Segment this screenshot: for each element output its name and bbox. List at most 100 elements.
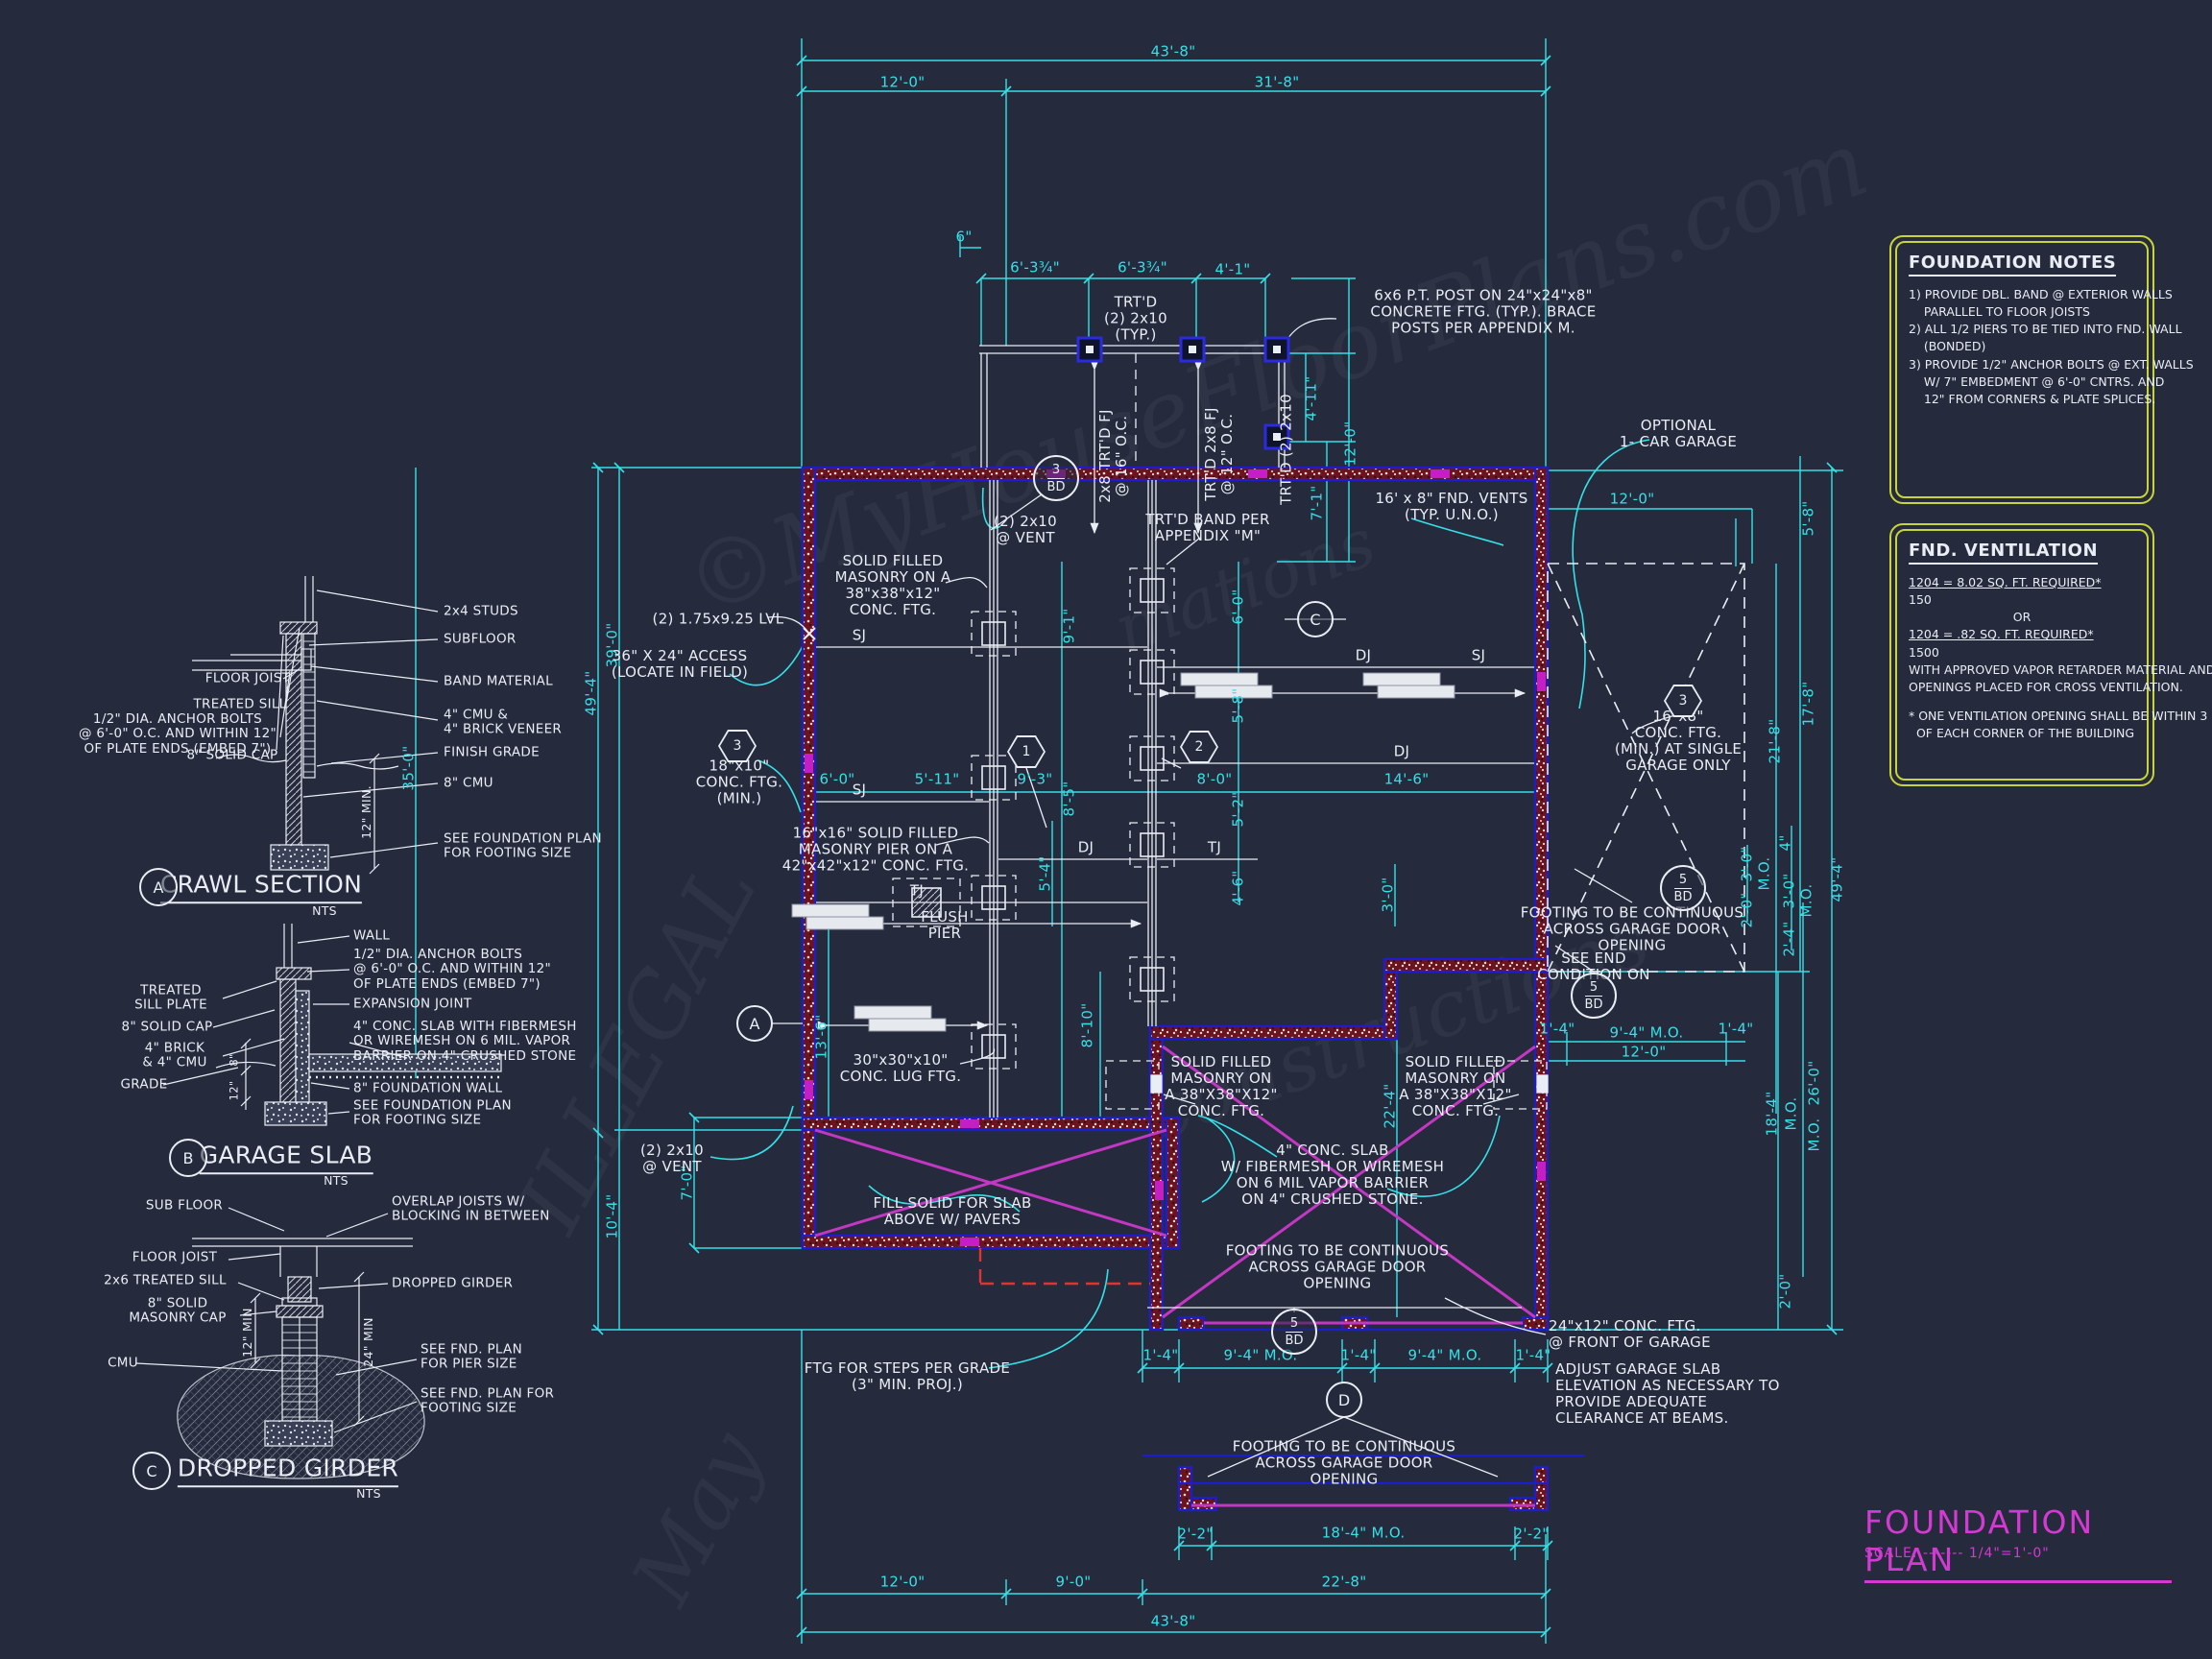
dimension-label: M.O. xyxy=(1755,856,1773,891)
plan-label: SEE END CONDITION ON xyxy=(1537,949,1650,983)
detail-sheet: BD xyxy=(1673,887,1693,904)
plan-label: DJ xyxy=(1077,838,1094,856)
plan-label: SEE FND. PLAN FOR FOOTING SIZE xyxy=(421,1385,555,1416)
plan-label: TRT'D BAND PER APPENDIX "M" xyxy=(1145,510,1270,544)
plan-label: SEE FOUNDATION PLAN FOR FOOTING SIZE xyxy=(353,1097,512,1128)
framing-lines xyxy=(767,318,1745,1478)
plan-label: DJ xyxy=(1355,646,1372,664)
dimension-label: 1'-4" xyxy=(1340,1346,1377,1364)
dimension-label: 2'-2" xyxy=(1513,1525,1550,1543)
plan-label: SUBFLOOR xyxy=(444,631,517,647)
plan-label: (2) 2x10 @ VENT xyxy=(640,1141,704,1175)
dimension-label: 5'-11" xyxy=(914,770,960,788)
plan-label: NTS xyxy=(312,902,337,918)
dimension-label: 2'-4" xyxy=(1780,921,1798,957)
plan-label: 2x8 TRT'D FJ @ 16" O.C. xyxy=(1095,409,1130,503)
dimension-label: 18'-4" xyxy=(1763,1091,1781,1137)
detail-sheet: BD xyxy=(1046,477,1066,494)
detail-sheet: BD xyxy=(1285,1331,1304,1348)
sheet-scale: SCALE: ------- 1/4"=1'-0" xyxy=(1864,1546,2050,1561)
plan-label: 18"x10" CONC. FTG. (MIN.) xyxy=(695,757,783,807)
detail-number: 5 xyxy=(1678,872,1688,887)
dimension-label: 35'-0" xyxy=(399,745,418,791)
vent-frac1-bot: 150 xyxy=(1909,592,1932,608)
plan-label: OVERLAP JOISTS W/ BLOCKING IN BETWEEN xyxy=(392,1193,550,1224)
plan-label: FOOTING TO BE CONTINUOUS ACROSS GARAGE D… xyxy=(1225,1241,1450,1292)
dimension-label: M.O. xyxy=(1805,1118,1823,1152)
plan-label: SJ xyxy=(1471,646,1486,664)
plan-label: FLOOR JOIST xyxy=(132,1249,218,1265)
footing-key-number: 2 xyxy=(1182,733,1216,761)
plan-label: 12" MIN xyxy=(239,1308,254,1358)
dimension-label: 9'-3" xyxy=(1017,770,1053,788)
dimension-label: 12'-0" xyxy=(879,73,926,91)
foundation-notes-title: FOUNDATION NOTES xyxy=(1909,252,2117,276)
plan-label: 24"x12" CONC. FTG. @ FRONT OF GARAGE xyxy=(1549,1316,1711,1351)
detail-number: 5 xyxy=(1289,1315,1299,1331)
plan-label: (2) 2x10 @ VENT xyxy=(994,512,1057,546)
plan-label: 4" CONC. SLAB W/ FIBERMESH OR WIREMESH O… xyxy=(1220,1141,1445,1209)
plan-label: EXPANSION JOINT xyxy=(353,996,472,1012)
plan-label: SOLID FILLED MASONRY ON A 38"x38"x12" CO… xyxy=(834,551,951,619)
vent-frac2-bot: 1500 xyxy=(1909,644,1939,660)
plan-label: 2x4 STUDS xyxy=(444,603,518,619)
plan-label: WALL xyxy=(353,927,391,944)
vent-spacer xyxy=(1909,696,2135,708)
deck-posts xyxy=(1076,336,1290,450)
plan-label: SOLID FILLED MASONRY ON A 38"X38"X12" CO… xyxy=(1165,1052,1278,1120)
plan-label: FOOTING TO BE CONTINUOUS ACROSS GARAGE D… xyxy=(1520,903,1744,954)
section-marker-circle: B xyxy=(169,1139,207,1177)
plan-label: 6x6 P.T. POST ON 24"x24"x8" CONCRETE FTG… xyxy=(1370,286,1597,337)
vent-note1: * ONE VENTILATION OPENING SHALL BE WITHI… xyxy=(1909,708,2212,723)
foundation-note-line: 12" FROM CORNERS & PLATE SPLICES. xyxy=(1909,391,2156,406)
dimension-label: 49'-4" xyxy=(1828,856,1846,902)
plan-label: SJ xyxy=(852,781,867,799)
vent-frac1-top: 1204 = 8.02 SQ. FT. REQUIRED* xyxy=(1909,575,2102,589)
dimension-label: 2'-0" xyxy=(1776,1273,1794,1310)
plan-label: FLUSH PIER xyxy=(921,907,969,942)
dimension-label: 31'-8" xyxy=(1254,73,1300,91)
plan-label: GRADE xyxy=(120,1076,168,1093)
dimension-label: 4'-11" xyxy=(1302,375,1320,421)
dimension-label: 10'-4" xyxy=(603,1193,621,1239)
plan-label: 8" FOUNDATION WALL xyxy=(353,1080,503,1096)
dimension-label: 12'-0" xyxy=(1621,1043,1667,1061)
dimension-label: 9'-1" xyxy=(1060,608,1078,644)
plan-label: TREATED SILL PLATE xyxy=(134,982,207,1013)
footing-key-number: 3 xyxy=(720,732,755,760)
plan-label: TRT'D (2) 2x10 (TYP.) xyxy=(1104,293,1167,344)
fnd-ventilation-box: FND. VENTILATION 1204 = 8.02 SQ. FT. REQ… xyxy=(1889,523,2212,786)
dimension-label: 3'-0" xyxy=(1780,873,1798,909)
vent-body2: OPENINGS PLACED FOR CROSS VENTILATION. xyxy=(1909,679,2183,694)
deck-post-centers xyxy=(1086,346,1281,441)
plan-label: TREATED SILL xyxy=(193,696,287,712)
magenta-lines xyxy=(814,1045,1536,1507)
plan-label: GARAGE SLAB xyxy=(199,1142,373,1174)
dimension-label: 49'-4" xyxy=(582,670,600,716)
plan-label: CMU xyxy=(108,1355,138,1371)
dimension-label: 3'-0" xyxy=(1738,846,1756,882)
plan-label: OPTIONAL 1- CAR GARAGE xyxy=(1619,416,1738,450)
plan-label: 1/2" DIA. ANCHOR BOLTS @ 6'-0" O.C. AND … xyxy=(353,946,552,992)
plan-label: SOLID FILLED MASONRY ON A 38"X38"X12" CO… xyxy=(1399,1052,1512,1120)
dimension-label: 17'-8" xyxy=(1799,681,1817,727)
plan-label: NTS xyxy=(324,1172,349,1188)
plan-label: 24" MIN xyxy=(360,1317,375,1367)
beam-blocks xyxy=(791,672,1455,1032)
plan-label: 2x6 TREATED SILL xyxy=(104,1272,227,1288)
dimension-lines xyxy=(415,38,1843,1644)
plan-label: SUB FLOOR xyxy=(145,1197,224,1214)
section-marker-circle: C xyxy=(1297,601,1334,637)
dimension-label: 9'-0" xyxy=(1055,1573,1092,1591)
section-marker-circle: A xyxy=(139,868,178,906)
vent-frac2-top: 1204 = .82 SQ. FT. REQUIRED* xyxy=(1909,627,2094,642)
dimension-label: 8'-10" xyxy=(1078,1002,1096,1048)
foundation-walls xyxy=(801,466,1550,1512)
dimension-label: 1'-4" xyxy=(1515,1346,1551,1364)
dimension-label: 1'-4" xyxy=(1718,1020,1754,1038)
dimension-label: 5'-2" xyxy=(1229,791,1247,828)
plan-label: NTS xyxy=(356,1485,381,1501)
foundation-note-line: PARALLEL TO FLOOR JOISTS xyxy=(1909,304,2090,320)
